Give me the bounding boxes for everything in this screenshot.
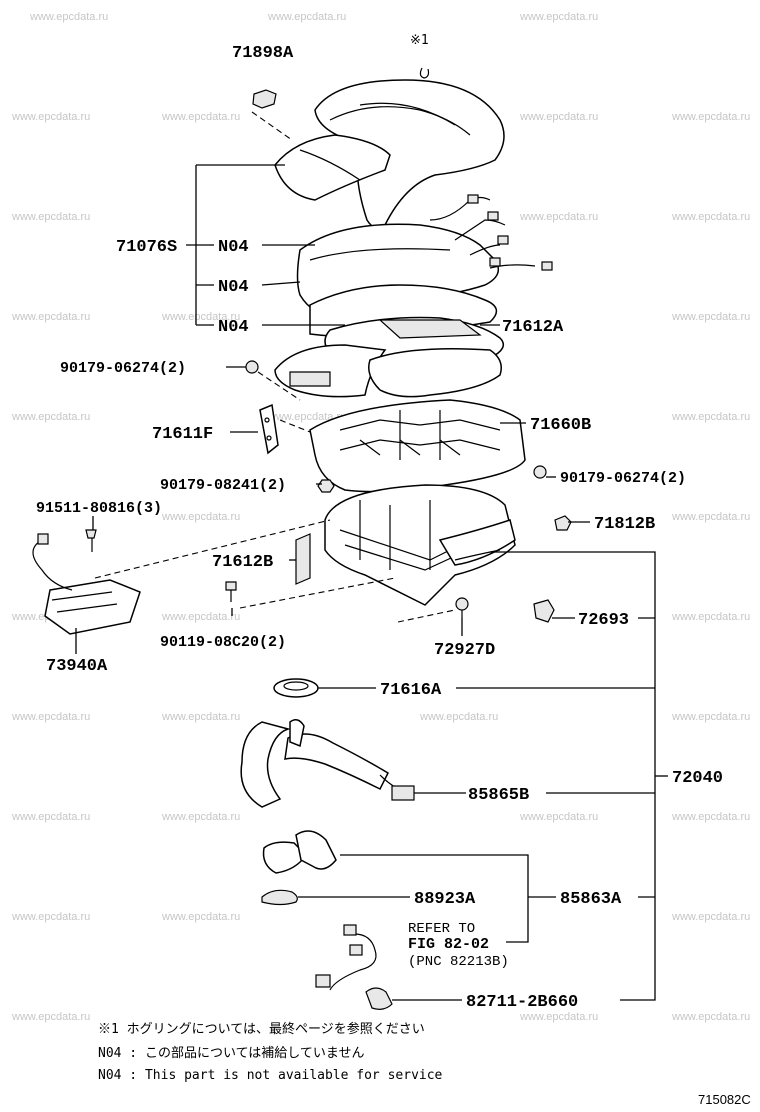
clip-71898a-drawing: [251, 89, 293, 141]
part-label-71898a[interactable]: 71898A: [232, 44, 294, 63]
part-label-71616a[interactable]: 71616A: [380, 681, 442, 700]
watermark-text: www.epcdata.ru: [11, 1011, 90, 1023]
part-label-90179-08241[interactable]: 90179-08241(2): [160, 477, 286, 494]
nut-drawing: [317, 479, 335, 493]
watermark-text: www.epcdata.ru: [671, 811, 750, 823]
footnote-n04-jp: N04 : この部品については補給していません: [98, 1046, 365, 1061]
watermark-text: www.epcdata.ru: [671, 711, 750, 723]
footnote-n04-en: N04 : This part is not available for ser…: [98, 1068, 443, 1083]
watermark-text: www.epcdata.ru: [11, 211, 90, 223]
grommet-drawing: [273, 678, 319, 698]
watermark-text: www.epcdata.ru: [11, 911, 90, 923]
part-label-n04[interactable]: N04: [218, 238, 249, 257]
watermarks: www.epcdata.ru www.epcdata.ru www.epcdat…: [11, 11, 750, 1023]
part-label-88923a[interactable]: 88923A: [414, 890, 476, 909]
bolt-drawing: [225, 577, 396, 609]
part-label-72927d[interactable]: 72927D: [434, 641, 495, 660]
watermark-text: www.epcdata.ru: [267, 411, 346, 423]
part-label-n04[interactable]: N04: [218, 278, 249, 297]
refer-pnc-text: (PNC 82213B): [408, 954, 509, 970]
watermark-text: www.epcdata.ru: [519, 811, 598, 823]
watermark-text: www.epcdata.ru: [671, 411, 750, 423]
watermark-text: www.epcdata.ru: [161, 511, 240, 523]
watermark-text: www.epcdata.ru: [161, 311, 240, 323]
watermark-text: www.epcdata.ru: [11, 411, 90, 423]
connector-85863a-drawing: [262, 830, 337, 874]
bolt-drawing: [397, 597, 469, 623]
part-label-72040[interactable]: 72040: [672, 769, 723, 788]
watermark-text: www.epcdata.ru: [161, 911, 240, 923]
seat-track-drawing: [324, 484, 516, 606]
watermark-text: www.epcdata.ru: [671, 611, 750, 623]
hog-ring-note-mark: ※1: [410, 33, 429, 48]
hog-ring-icon: [419, 67, 430, 79]
part-label-90179-06274-left[interactable]: 90179-06274(2): [60, 360, 186, 377]
cushion-pad-drawing: [274, 223, 505, 398]
part-label-90119-08c20[interactable]: 90119-08C20(2): [160, 634, 286, 651]
watermark-text: www.epcdata.ru: [161, 111, 240, 123]
watermark-text: www.epcdata.ru: [11, 811, 90, 823]
refer-to-text: REFER TO: [408, 921, 475, 937]
seat-frame-drawing: [309, 399, 526, 493]
part-label-71612a[interactable]: 71612A: [502, 318, 564, 337]
part-label-72693[interactable]: 72693: [578, 611, 629, 630]
watermark-text: www.epcdata.ru: [161, 811, 240, 823]
part-label-91511-80816[interactable]: 91511-80816(3): [36, 500, 162, 517]
nut-drawing: [533, 465, 547, 479]
seat-cover-drawing: [274, 79, 505, 229]
watermark-text: www.epcdata.ru: [519, 11, 598, 23]
part-label-73940a[interactable]: 73940A: [46, 657, 108, 676]
part-label-n04[interactable]: N04: [218, 318, 249, 337]
watermark-text: www.epcdata.ru: [671, 911, 750, 923]
knob-72693-drawing: [533, 599, 555, 623]
part-label-85865b[interactable]: 85865B: [468, 786, 529, 805]
connector-82711-drawing: [365, 987, 393, 1010]
part-label-71660b[interactable]: 71660B: [530, 416, 591, 435]
watermark-text: www.epcdata.ru: [519, 211, 598, 223]
watermark-text: www.epcdata.ru: [671, 511, 750, 523]
watermark-text: www.epcdata.ru: [29, 11, 108, 23]
diagram-code: 715082C: [698, 1092, 751, 1107]
leader-lines: [75, 164, 668, 1001]
clip-71812b-drawing: [554, 515, 572, 531]
wire-harness-85865b-drawing: [240, 719, 415, 808]
watermark-text: www.epcdata.ru: [267, 11, 346, 23]
watermark-text: www.epcdata.ru: [11, 111, 90, 123]
cover-88923a-drawing: [261, 889, 298, 906]
part-label-85863a[interactable]: 85863A: [560, 890, 622, 909]
part-label-71076s[interactable]: 71076S: [116, 238, 177, 257]
part-label-71812b[interactable]: 71812B: [594, 515, 655, 534]
watermark-text: www.epcdata.ru: [161, 711, 240, 723]
wire-harness-drawing: [315, 924, 377, 991]
watermark-text: www.epcdata.ru: [11, 711, 90, 723]
watermark-text: www.epcdata.ru: [11, 311, 90, 323]
part-label-71612b[interactable]: 71612B: [212, 553, 273, 572]
watermark-text: www.epcdata.ru: [671, 1011, 750, 1023]
watermark-text: www.epcdata.ru: [671, 311, 750, 323]
bolt-drawing: [85, 529, 97, 552]
watermark-text: www.epcdata.ru: [671, 211, 750, 223]
part-label-71611f[interactable]: 71611F: [152, 425, 213, 444]
cushion-harness-drawing: [429, 194, 553, 271]
watermark-text: www.epcdata.ru: [519, 111, 598, 123]
pad-71612b-drawing: [295, 533, 311, 585]
watermark-text: www.epcdata.ru: [419, 711, 498, 723]
watermark-text: www.epcdata.ru: [519, 1011, 598, 1023]
control-module-drawing: [32, 519, 331, 635]
part-label-90179-06274-right[interactable]: 90179-06274(2): [560, 470, 686, 487]
part-label-82711-2b660[interactable]: 82711-2B660: [466, 993, 578, 1012]
watermark-text: www.epcdata.ru: [161, 611, 240, 623]
watermark-text: www.epcdata.ru: [671, 111, 750, 123]
footnote-hog-ring: ※1 ホグリングについては、最終ページを参照ください: [98, 1021, 425, 1037]
refer-fig-link[interactable]: FIG 82-02: [408, 936, 489, 953]
